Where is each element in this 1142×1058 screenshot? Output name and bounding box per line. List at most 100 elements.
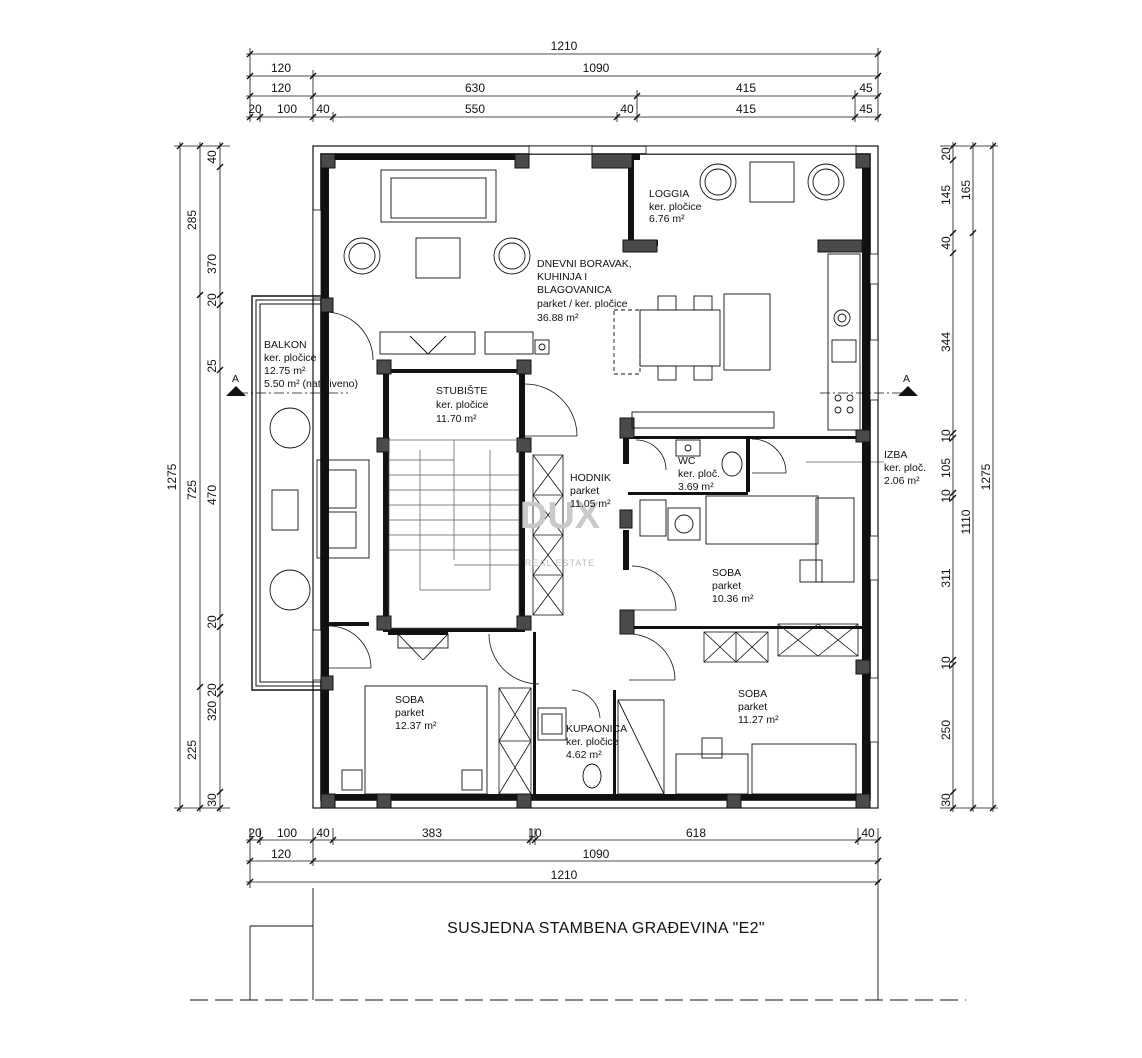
dim-top-r4-c: 40	[316, 102, 330, 116]
dim-top-r4-b: 100	[277, 102, 297, 116]
room3-wardrobe	[703, 623, 859, 663]
dim-top-total: 1210	[551, 39, 578, 53]
dim-right-outer: 1275	[979, 463, 993, 490]
storage-area: 2.06 m²	[884, 475, 920, 487]
dim-bot-r2-b: 1090	[583, 847, 610, 861]
dim-right-in-3: 40	[939, 236, 953, 250]
living-name-2: KUHINJA I	[537, 271, 587, 283]
dim-top-r4-f: 415	[736, 102, 756, 116]
dim-bot-r1-f: 618	[686, 826, 706, 840]
living-area: 36.88 m²	[537, 312, 579, 324]
dim-left-in-3: 20	[205, 293, 219, 307]
dim-bot-r2-a: 120	[271, 847, 291, 861]
hall-area: 11.05 m²	[570, 498, 611, 510]
dim-right-in-7: 10	[939, 489, 953, 503]
dim-left-in-8: 320	[205, 701, 219, 721]
storage-name: IZBA	[884, 449, 907, 461]
dim-left-mid-c: 225	[185, 740, 199, 760]
balcony-area: 12.75 m²	[264, 365, 306, 377]
dim-top-r3-d: 45	[859, 81, 873, 95]
balcony-covered: 5.50 m² (natkriveno)	[264, 378, 358, 390]
dim-top-r3-a: 120	[271, 81, 291, 95]
wc-name: WC	[678, 455, 696, 467]
living-name-3: BLAGOVANICA	[537, 284, 612, 296]
dim-bot-total: 1210	[551, 868, 578, 882]
wc-area: 3.69 m²	[678, 481, 714, 493]
dim-right-mid-a: 165	[959, 180, 973, 200]
dim-bot-r1-e: 10	[528, 826, 542, 840]
stairs-name: STUBIŠTE	[436, 384, 487, 397]
dim-top-r3-c: 415	[736, 81, 756, 95]
room3-floor: parket	[738, 701, 767, 713]
watermark: DUX	[520, 495, 601, 537]
dim-bot-r1-g: 40	[861, 826, 875, 840]
section-marker-right: A	[903, 373, 910, 385]
dim-bot-r1-d: 383	[422, 826, 442, 840]
dim-bot-r1-b: 100	[277, 826, 297, 840]
dim-left-in-5: 470	[205, 485, 219, 505]
balcony-floor: ker. pločice	[264, 352, 317, 364]
doors	[324, 311, 787, 719]
dim-left-in-2: 370	[205, 254, 219, 274]
loggia-name: LOGGIA	[649, 188, 689, 200]
room2-area: 12.37 m²	[395, 720, 437, 732]
dim-right-in-9: 10	[939, 656, 953, 670]
dim-right-in-2: 145	[939, 185, 953, 205]
bottom-dimension-ticks	[246, 836, 882, 886]
dim-top-r4-e: 40	[620, 102, 634, 116]
top-dimension-ticks	[246, 50, 882, 121]
stairs-area: 11.70 m²	[436, 413, 477, 425]
dim-top-r4-d: 550	[465, 102, 485, 116]
room1-area: 10.36 m²	[712, 593, 754, 605]
dim-right-in-1: 20	[939, 147, 953, 161]
bathroom-cabinet	[498, 687, 532, 795]
dim-top-r2-a: 120	[271, 61, 291, 75]
hall-wardrobe	[532, 454, 564, 616]
room2-name: SOBA	[395, 694, 424, 706]
section-line	[226, 386, 918, 396]
left-dimensions	[174, 142, 230, 812]
dim-right-in-10: 250	[939, 720, 953, 740]
dim-right-in-5: 10	[939, 429, 953, 443]
watermark-sub: REAL ESTATE	[525, 558, 595, 568]
room3-name: SOBA	[738, 688, 767, 700]
dim-right-in-6: 105	[939, 458, 953, 478]
stairs-floor: ker. pločice	[436, 399, 489, 411]
living-floor: parket / ker. pločice	[537, 298, 628, 310]
dim-left-in-4: 25	[205, 359, 219, 373]
bathroom-name: KUPAONICA	[566, 723, 627, 735]
section-marker-left: A	[232, 373, 239, 385]
room1-name: SOBA	[712, 567, 741, 579]
dim-right-mid-b: 1110	[959, 509, 973, 534]
loggia-floor: ker. pločice	[649, 201, 702, 213]
storage-floor: ker. ploč.	[884, 462, 926, 474]
room2-floor: parket	[395, 707, 424, 719]
bathroom-area: 4.62 m²	[566, 749, 602, 761]
neighbor-building-label: SUSJEDNA STAMBENA GRAĐEVINA "E2"	[447, 920, 765, 937]
bathroom-floor: ker. pločice	[566, 736, 619, 748]
left-dimension-ticks	[176, 142, 224, 812]
dim-left-in-7: 20	[205, 683, 219, 697]
dim-top-r2-b: 1090	[583, 61, 610, 75]
neighbor-building-outline	[190, 888, 966, 1001]
dim-bot-r1-c: 40	[316, 826, 330, 840]
hall-name: HODNIK	[570, 472, 611, 484]
dim-left-outer: 1275	[165, 463, 179, 490]
furniture	[269, 161, 861, 795]
balcony-outline	[251, 295, 321, 691]
windows	[312, 145, 879, 743]
staircase	[388, 439, 520, 629]
dim-left-in-9: 30	[205, 793, 219, 807]
dim-top-r4-a: 20	[248, 102, 262, 116]
dim-left-in-6: 20	[205, 615, 219, 629]
living-name-1: DNEVNI BORAVAK,	[537, 258, 632, 270]
balcony-name: BALKON	[264, 339, 307, 351]
loggia-area: 6.76 m²	[649, 213, 685, 225]
room1-floor: parket	[712, 580, 741, 592]
dim-top-r3-b: 630	[465, 81, 485, 95]
right-dimension-ticks	[949, 142, 997, 812]
hall-floor: parket	[570, 485, 599, 497]
dim-left-in-1: 40	[205, 150, 219, 164]
dim-left-mid-b: 725	[185, 480, 199, 500]
